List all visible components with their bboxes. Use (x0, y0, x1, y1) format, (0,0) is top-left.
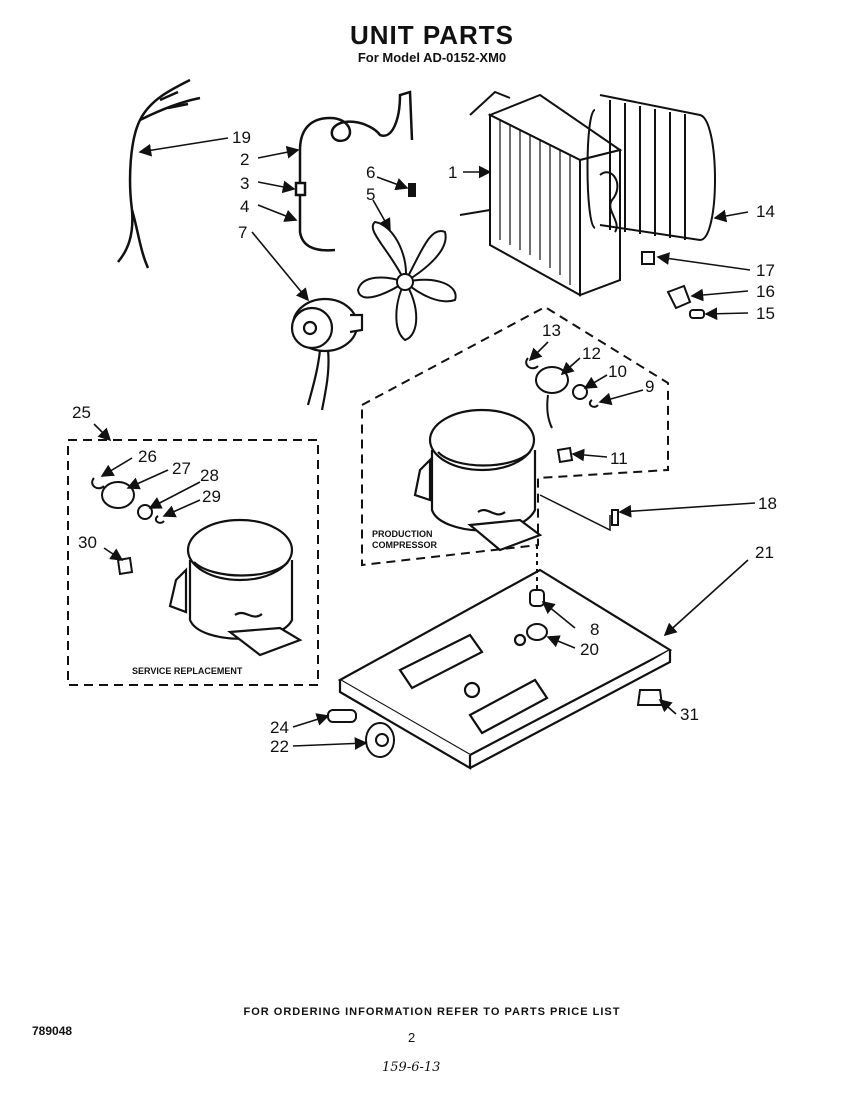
callout-21: 21 (755, 543, 774, 562)
fan-blade (356, 183, 457, 342)
callout-10: 10 (608, 362, 627, 381)
page-number: 2 (408, 1030, 416, 1045)
callout-18: 18 (758, 494, 777, 513)
callout-5-6a: 6 (366, 163, 375, 182)
service-replacement-label: SERVICE REPLACEMENT (132, 666, 243, 676)
callout-8: 8 (590, 620, 599, 639)
callout-11: 11 (610, 449, 628, 468)
callout-31: 31 (680, 705, 699, 724)
callout-12: 12 (582, 344, 601, 363)
wire-harness (117, 78, 201, 269)
fan-motor (290, 297, 364, 411)
foot (636, 689, 664, 706)
callout-3: 3 (240, 174, 249, 193)
callout-4: 4 (240, 197, 249, 216)
callout-7: 7 (238, 223, 247, 242)
capillary-tube (294, 90, 414, 252)
bracket-parts (641, 251, 705, 319)
callout-1: 1 (448, 163, 457, 182)
production-compressor-group (361, 305, 669, 567)
callout-30: 30 (78, 533, 97, 552)
callout-17: 17 (756, 261, 775, 280)
callout-24: 24 (270, 718, 289, 737)
production-label-1: PRODUCTION (372, 529, 433, 539)
base-pan (337, 568, 673, 770)
leader-lines (93, 137, 756, 750)
callout-labels: 1 2 3 4 6 5 7 8 9 10 11 12 13 14 15 16 1… (72, 128, 777, 756)
callout-15: 15 (756, 304, 775, 323)
model-subtitle: For Model AD-0152-XM0 (357, 50, 507, 65)
service-relay-parts (91, 477, 165, 576)
callout-20: 20 (580, 640, 599, 659)
callout-2: 2 (240, 150, 249, 169)
callout-28: 28 (200, 466, 219, 485)
relay-parts (525, 357, 619, 526)
wheel-axle (327, 709, 395, 758)
service-compressor (168, 518, 303, 657)
callout-14: 14 (756, 202, 775, 221)
callout-5: 5 (366, 185, 375, 204)
callout-27: 27 (172, 459, 191, 478)
callout-16: 16 (756, 282, 775, 301)
callout-13: 13 (542, 321, 561, 340)
grommets (526, 545, 548, 641)
callout-22: 22 (270, 737, 289, 756)
page-title: UNIT PARTS (349, 20, 515, 50)
callout-19: 19 (232, 128, 251, 147)
production-compressor (413, 408, 543, 552)
service-replacement-group (67, 439, 319, 686)
evaporator-coil (586, 94, 716, 242)
document-number: 789048 (32, 1024, 73, 1038)
ordering-footer: FOR ORDERING INFORMATION REFER TO PARTS … (243, 1006, 621, 1018)
production-label-2: COMPRESSOR (372, 540, 438, 550)
callout-25: 25 (72, 403, 91, 422)
callout-29: 29 (202, 487, 221, 506)
callout-9: 9 (645, 377, 654, 396)
handwritten-note: 159-6-13 (382, 1060, 441, 1075)
callout-26: 26 (138, 447, 157, 466)
condenser-coil (459, 90, 623, 297)
